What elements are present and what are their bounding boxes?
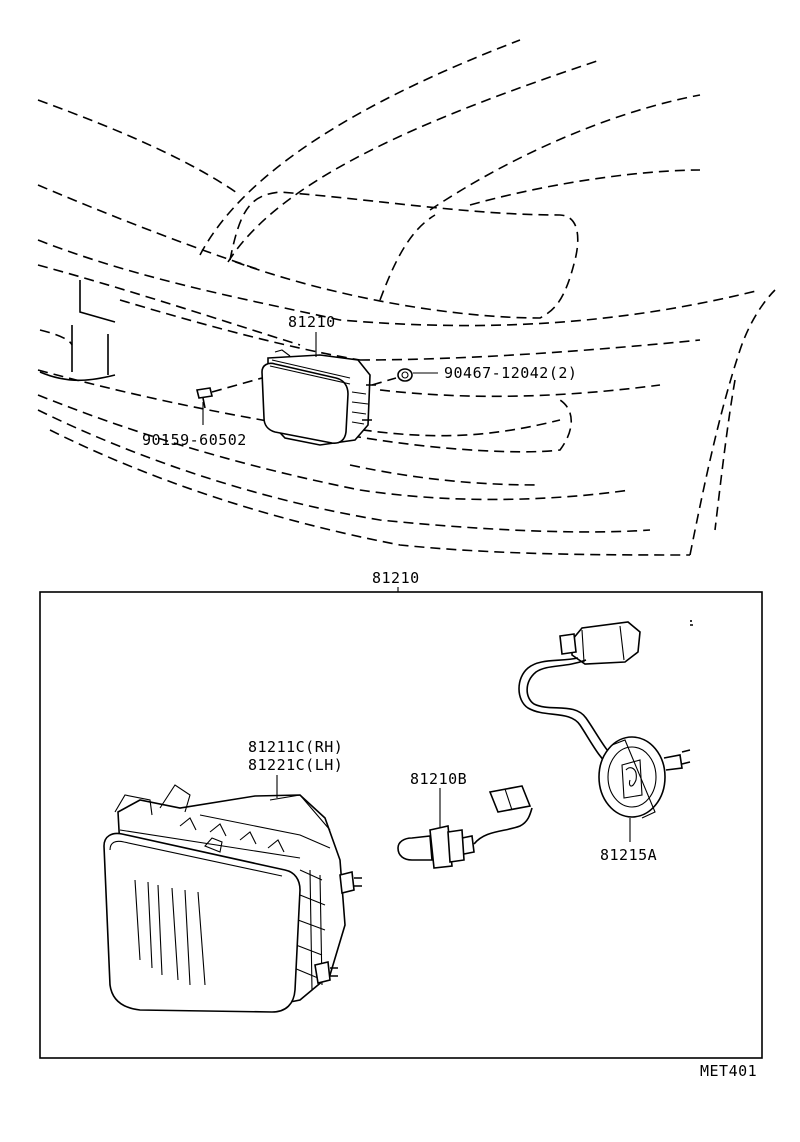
exploded-view-frame [39,591,763,1059]
callout-unit-lh: 81221C(LH) [248,756,343,774]
bulb-part [397,785,533,869]
callout-bulb: 81210B [410,770,467,788]
fog-lamp-installed [261,349,376,446]
screw-part [196,377,263,409]
callout-unit-rh: 81211C(RH) [248,738,343,756]
callout-fog-lamp-top: 81210 [288,313,336,331]
callout-socket-wire: 81215A [600,846,657,864]
callout-nut: 90467-12042(2) [444,364,577,382]
figure-code: MET401 [700,1062,757,1080]
callout-screw: 90159-60502 [142,431,247,449]
callout-fog-lamp-box: 81210 [372,569,420,587]
socket-wire-part [518,620,693,819]
nut-part [371,368,413,386]
vehicle-front-outline [37,39,776,556]
fog-lamp-unit [103,784,362,1013]
